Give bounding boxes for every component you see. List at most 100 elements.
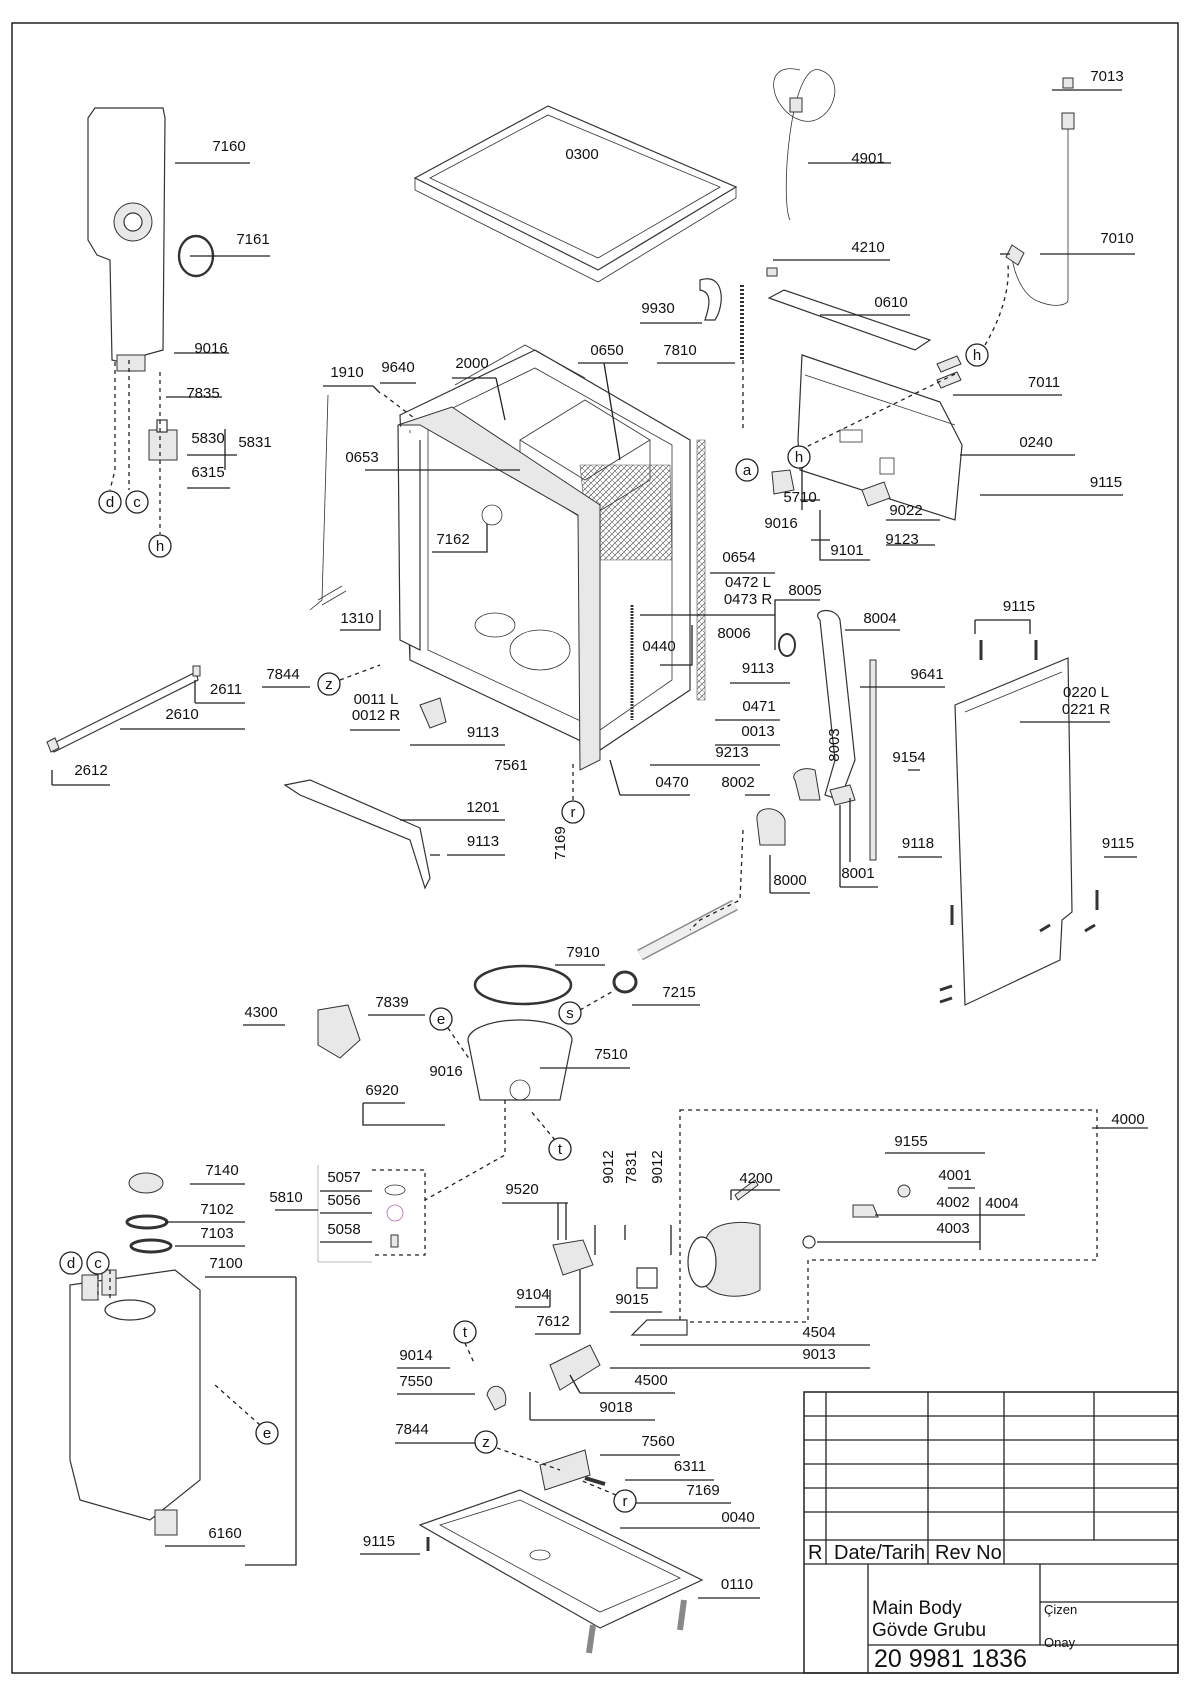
callout-9016c: 9016: [429, 1063, 462, 1080]
callout-0473R: 0473 R: [724, 591, 773, 608]
part-8002: [793, 768, 821, 801]
part-7010-hose: [1011, 115, 1069, 306]
label-lines: [51, 89, 1148, 1599]
part-4504: [630, 1319, 688, 1336]
callout-4500: 4500: [634, 1372, 667, 1389]
marker-letter: z: [482, 1434, 490, 1451]
part-1310: [317, 585, 347, 606]
part-6311: [584, 1476, 606, 1486]
callout-0470: 0470: [655, 774, 688, 791]
callout-7844b: 7844: [395, 1421, 428, 1438]
part-0220-panel: [954, 657, 1073, 1006]
marker-letter: d: [67, 1255, 75, 1272]
part-4001: [897, 1184, 911, 1198]
callout-9104: 9104: [516, 1286, 549, 1303]
title-tr: Gövde Grubu: [872, 1620, 987, 1641]
marker-letter: z: [325, 676, 333, 693]
callout-7560: 7560: [641, 1433, 674, 1450]
callout-7169b: 7169: [686, 1482, 719, 1499]
part-0240-panel: [797, 354, 963, 521]
marker-h1: h: [148, 534, 172, 558]
callout-6311: 6311: [674, 1458, 706, 1475]
callout-0654: 0654: [722, 549, 755, 566]
callout-0012R: 0012 R: [352, 707, 401, 724]
callout-0110: 0110: [721, 1576, 753, 1593]
group-4000-box: [679, 1109, 1098, 1323]
callout-7100: 7100: [209, 1255, 242, 1272]
part-7140: [128, 1172, 164, 1194]
callout-1201: 1201: [466, 799, 499, 816]
part-0110-feet: [586, 1599, 687, 1654]
callout-9012b: 9012: [649, 1150, 666, 1183]
part-7215-clamp: [612, 970, 638, 994]
callout-9640: 9640: [381, 359, 414, 376]
marker-letter: h: [156, 538, 164, 555]
callout-7010: 7010: [1100, 230, 1133, 247]
callout-7510: 7510: [594, 1046, 627, 1063]
marker-h2: h: [965, 343, 989, 367]
callout-0011L: 0011 L: [354, 691, 399, 708]
title-block-r: R: [808, 1542, 823, 1564]
marker-letter: c: [94, 1255, 102, 1272]
callout-9016a: 9016: [194, 340, 227, 357]
part-4002: [852, 1204, 879, 1218]
part-6160: [154, 1509, 178, 1536]
callout-9155: 9155: [894, 1133, 927, 1150]
callout-5710: 5710: [783, 489, 816, 506]
part-5057: [384, 1184, 406, 1196]
part-8005: [778, 633, 796, 657]
callout-6160: 6160: [208, 1525, 241, 1542]
part-7102: [125, 1214, 169, 1230]
marker-c2: c: [86, 1251, 110, 1275]
part-9930: [699, 278, 722, 321]
callout-5831: 5831: [238, 434, 271, 451]
marker-t2: t: [453, 1320, 477, 1344]
part-0653-frame: [397, 406, 601, 771]
callout-5830: 5830: [191, 430, 224, 447]
part-5058: [390, 1234, 399, 1248]
marker-e1: e: [429, 1007, 453, 1031]
part-7013: [1062, 77, 1074, 89]
callout-4200: 4200: [739, 1170, 772, 1187]
marker-c1: c: [125, 490, 149, 514]
callout-9113b: 9113: [467, 724, 499, 741]
part-8000: [756, 808, 786, 846]
part-0040-base: [418, 1489, 704, 1629]
callout-9213: 9213: [715, 744, 748, 761]
part-0610: [767, 289, 932, 351]
parts-layer: [46, 68, 1099, 1654]
callout-5058: 5058: [327, 1221, 360, 1238]
callout-9014: 9014: [399, 1347, 432, 1364]
part-0300-top: [413, 105, 738, 271]
callout-9101: 9101: [830, 542, 863, 559]
callout-9022: 9022: [889, 502, 922, 519]
part-2612: [46, 737, 60, 753]
part-7510-sump: [467, 1019, 573, 1101]
marker-letter: h: [795, 449, 803, 466]
callout-0471: 0471: [742, 698, 775, 715]
callout-9154: 9154: [892, 749, 925, 766]
part-9641: [869, 659, 877, 861]
callout-9123: 9123: [885, 531, 918, 548]
marker-letter: e: [437, 1011, 445, 1028]
marker-d2: d: [59, 1251, 83, 1275]
callout-9113c: 9113: [467, 833, 499, 850]
callout-9115c: 9115: [1102, 835, 1134, 852]
part-8001: [829, 784, 856, 806]
part-4901-cable: [773, 68, 836, 221]
marker-z2: z: [474, 1430, 498, 1454]
callout-7612: 7612: [536, 1313, 569, 1330]
callout-0610: 0610: [874, 294, 907, 311]
marker-letter: d: [106, 494, 114, 511]
title-block-rev: Rev No: [935, 1542, 1002, 1564]
callout-4504: 4504: [802, 1324, 835, 1341]
callout-7839: 7839: [375, 994, 408, 1011]
marker-z1: z: [317, 672, 341, 696]
part-7011: [936, 355, 962, 373]
callout-4901: 4901: [851, 150, 884, 167]
callout-1310: 1310: [340, 610, 373, 627]
callout-8000: 8000: [773, 872, 806, 889]
callout-8002: 8002: [721, 774, 754, 791]
marker-letter: r: [623, 1493, 628, 1510]
